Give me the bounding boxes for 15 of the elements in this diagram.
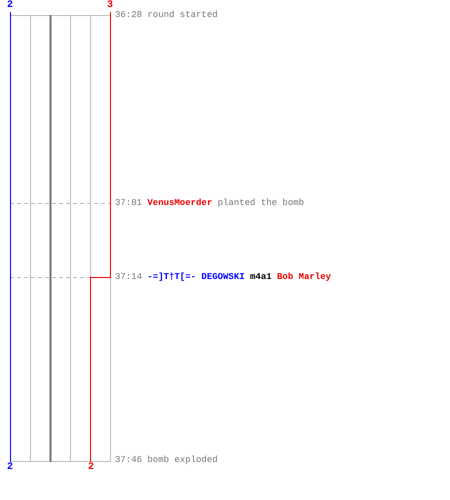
event-time: 37:14 bbox=[115, 272, 142, 283]
event-time: 36:28 bbox=[115, 10, 142, 21]
event-time: 37:46 bbox=[115, 455, 142, 466]
event-text: planted the bomb bbox=[218, 198, 304, 209]
event-text: round started bbox=[147, 10, 218, 21]
player-count: 2 bbox=[7, 463, 13, 473]
weapon-name: m4a1 bbox=[250, 272, 272, 283]
player-name: -=]T†T[=- DEGOWSKI bbox=[147, 272, 245, 283]
event-time: 37:01 bbox=[115, 198, 142, 209]
event-text: bomb exploded bbox=[147, 455, 218, 466]
player-count: 2 bbox=[7, 1, 13, 11]
player-count: 3 bbox=[107, 1, 113, 11]
player-name: VenusMoerder bbox=[147, 198, 212, 209]
player-name: Bob Marley bbox=[277, 272, 332, 283]
player-count: 2 bbox=[88, 463, 94, 473]
